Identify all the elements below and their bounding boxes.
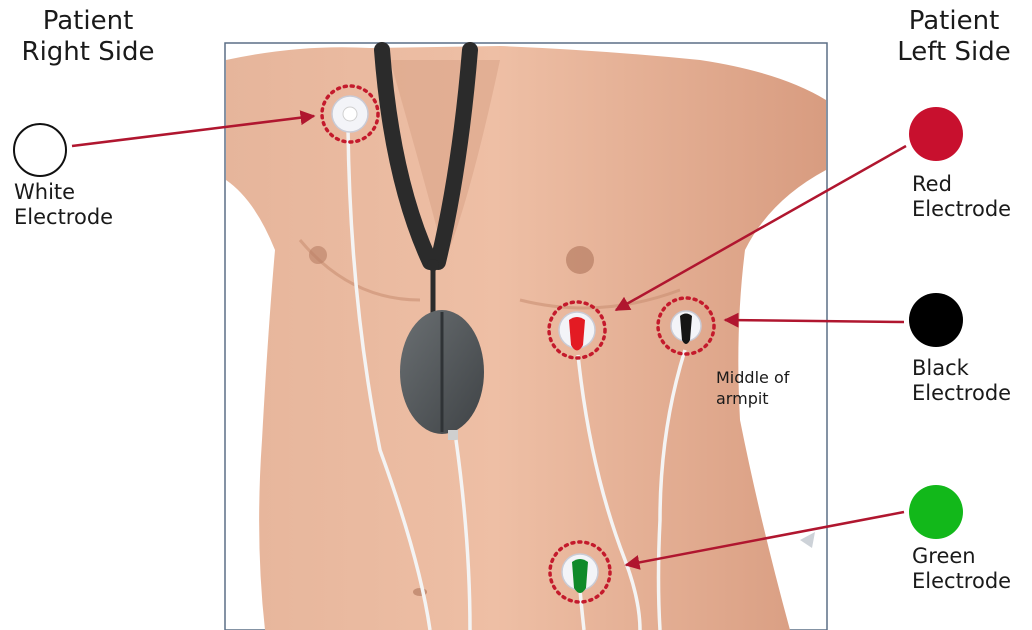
- green-electrode-dot: [909, 485, 963, 539]
- patient-left-side-heading: Patient Left Side: [876, 6, 1032, 68]
- black-electrode-dot: [909, 293, 963, 347]
- red-electrode-dot: [909, 107, 963, 161]
- green-electrode-label: Green Electrode: [912, 544, 1011, 594]
- red-electrode-label: Red Electrode: [912, 172, 1011, 222]
- torso-skin: [226, 46, 826, 630]
- torso-photo: [225, 43, 827, 630]
- patient-right-side-heading: Patient Right Side: [8, 6, 168, 68]
- black-electrode-label: Black Electrode: [912, 356, 1011, 406]
- electrode-pad-white: [332, 96, 368, 132]
- middle-of-armpit-note: Middle of armpit: [716, 368, 789, 410]
- white-electrode-label: White Electrode: [14, 180, 113, 230]
- white-electrode-dot: [14, 124, 66, 176]
